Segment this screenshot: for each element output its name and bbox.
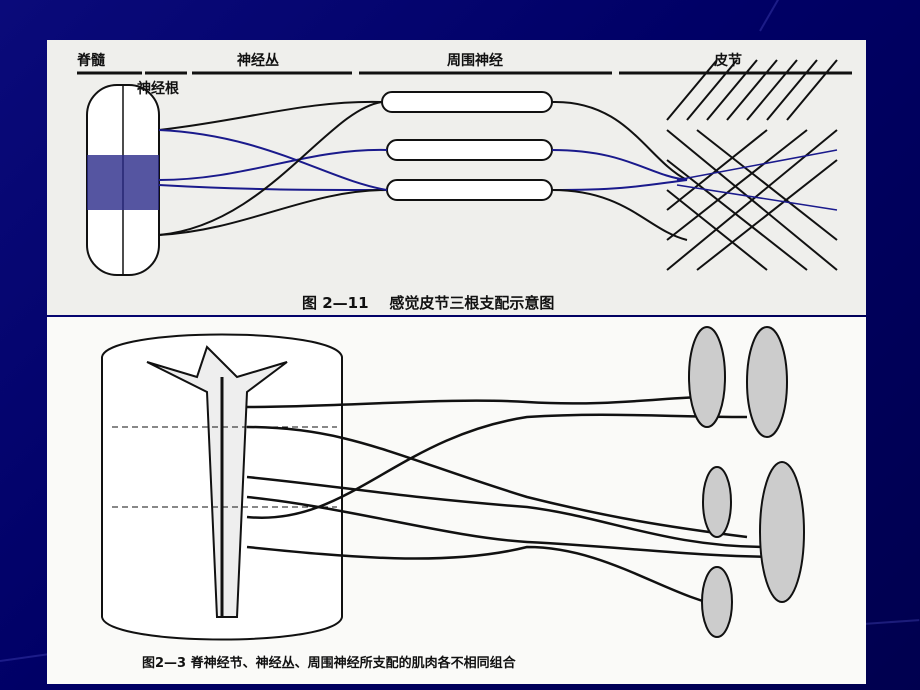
label-plexus: 神经丛 (237, 53, 279, 69)
label-dermatome: 皮节 (714, 53, 742, 69)
label-peripheral-nerve: 周围神经 (447, 53, 503, 69)
figure-caption: 图2—3 脊神经节、神经丛、周围神经所支配的肌肉各不相同组合 (142, 656, 516, 671)
sensory-dermatome-diagram: 脊髓 神经根 神经丛 周围神经 皮节 图 2—11 感觉皮节三根支配示意图 (47, 40, 866, 315)
plexus-drawing (101, 326, 805, 641)
dermatome-drawing (77, 59, 852, 276)
figure-caption: 图 2—11 感觉皮节三根支配示意图 (302, 294, 555, 312)
nerve-plexus-muscle-diagram: 图2—3 脊神经节、神经丛、周围神经所支配的肌肉各不相同组合 (47, 317, 866, 684)
background-streak (759, 0, 861, 32)
label-spinal-cord: 脊髓 (77, 53, 105, 69)
label-nerve-root: 神经根 (137, 81, 179, 97)
